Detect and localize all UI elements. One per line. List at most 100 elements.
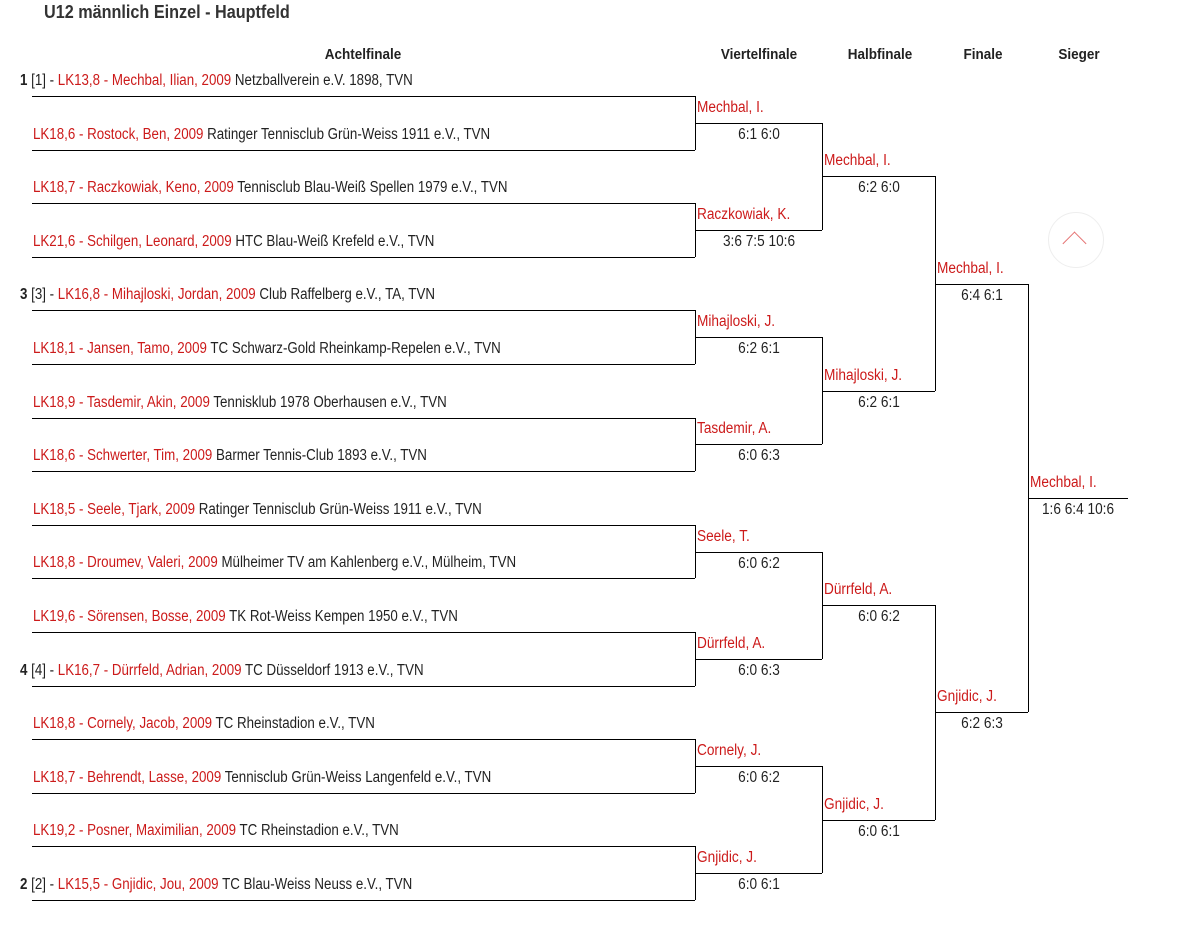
player-entry[interactable]: LK19,6 - Sörensen, Bosse, 2009 TK Rot-We… <box>33 608 458 626</box>
bracket-line <box>32 792 695 794</box>
player-entry[interactable]: LK18,6 - Rostock, Ben, 2009 Ratinger Ten… <box>33 126 490 144</box>
player-entry[interactable]: LK18,7 - Raczkowiak, Keno, 2009 Tenniscl… <box>33 179 507 197</box>
club-name: HTC Blau-Weiß Krefeld e.V., TVN <box>231 232 435 250</box>
winner-name[interactable]: Gnjidic, J. <box>824 795 884 813</box>
seed-label: [2] - <box>31 876 58 893</box>
bracket-line <box>695 444 822 446</box>
winner-name[interactable]: Tasdemir, A. <box>697 420 772 438</box>
player-name[interactable]: LK18,8 - Cornely, Jacob, 2009 <box>33 715 213 733</box>
match-score: 6:2 6:3 <box>960 715 1003 733</box>
bracket-line <box>822 605 935 607</box>
bracket-line <box>822 390 935 392</box>
bracket-line <box>822 176 935 178</box>
seed-label: [3] - <box>31 286 58 304</box>
bracket-line <box>32 846 695 848</box>
bracket-line <box>32 310 695 312</box>
player-name[interactable]: LK18,6 - Rostock, Ben, 2009 <box>33 125 204 143</box>
bracket-line <box>695 337 822 339</box>
player-name[interactable]: LK18,7 - Behrendt, Lasse, 2009 <box>33 768 222 786</box>
bracket-line <box>32 471 695 473</box>
player-name[interactable]: LK16,8 - Mihajloski, Jordan, 2009 <box>57 286 256 304</box>
player-entry[interactable]: LK18,8 - Droumev, Valeri, 2009 Mülheimer… <box>33 554 516 572</box>
match-score: 6:2 6:1 <box>857 393 900 411</box>
player-name[interactable]: LK18,6 - Schwerter, Tim, 2009 <box>33 447 213 465</box>
winner-name[interactable]: Mechbal, I. <box>824 152 891 170</box>
player-entry[interactable]: LK18,1 - Jansen, Tamo, 2009 TC Schwarz-G… <box>33 340 501 358</box>
bracket-connector <box>822 337 823 445</box>
bracket-line <box>695 766 822 767</box>
winner-name[interactable]: Mihajloski, J. <box>697 313 776 331</box>
match-score: 6:2 6:0 <box>857 179 900 197</box>
match-score: 3:6 7:5 10:6 <box>722 233 795 250</box>
bracket-line <box>32 364 695 365</box>
player-entry[interactable]: LK18,9 - Tasdemir, Akin, 2009 Tennisklub… <box>33 394 447 412</box>
club-name: TC Düsseldorf 1913 e.V., TVN <box>241 661 424 679</box>
club-name: TC Blau-Weiss Neuss e.V., TVN <box>218 876 413 893</box>
winner-name[interactable]: Gnjidic, J. <box>937 688 997 706</box>
player-entry[interactable]: 3 [3] - LK16,8 - Mihajloski, Jordan, 200… <box>20 286 435 304</box>
match-score: 6:0 6:1 <box>857 822 900 840</box>
player-entry[interactable]: 1 [1] - LK13,8 - Mechbal, Ilian, 2009 Ne… <box>20 72 413 90</box>
seed-number: 2 <box>20 876 28 893</box>
player-entry[interactable]: LK19,2 - Posner, Maximilian, 2009 TC Rhe… <box>33 822 399 840</box>
round-header-4: Finale <box>963 46 1003 63</box>
club-name: TK Rot-Weiss Kempen 1950 e.V., TVN <box>225 608 458 625</box>
player-name[interactable]: LK18,1 - Jansen, Tamo, 2009 <box>33 340 207 357</box>
player-entry[interactable]: 4 [4] - LK16,7 - Dürrfeld, Adrian, 2009 … <box>20 662 424 680</box>
player-name[interactable]: LK15,5 - Gnjidic, Jou, 2009 <box>57 876 219 893</box>
round-header-3: Halbfinale <box>847 46 913 63</box>
player-name[interactable]: LK18,7 - Raczkowiak, Keno, 2009 <box>33 179 234 197</box>
winner-name[interactable]: Mihajloski, J. <box>824 366 903 384</box>
club-name: Tennisclub Blau-Weiß Spellen 1979 e.V., … <box>233 179 508 197</box>
match-score: 6:0 6:2 <box>737 769 780 786</box>
club-name: TC Rheinstadion e.V., TVN <box>212 715 375 733</box>
seed-label: [1] - <box>31 72 58 89</box>
winner-name[interactable]: Gnjidic, J. <box>697 849 757 867</box>
winner-name[interactable]: Mechbal, I. <box>1030 474 1097 491</box>
bracket-line <box>32 256 695 258</box>
match-score: 6:0 6:3 <box>737 661 780 679</box>
bracket-line <box>32 578 695 580</box>
player-name[interactable]: LK13,8 - Mechbal, Ilian, 2009 <box>57 72 232 89</box>
bracket-line <box>695 658 822 660</box>
club-name: TC Schwarz-Gold Rheinkamp-Repelen e.V., … <box>206 340 501 357</box>
player-name[interactable]: LK21,6 - Schilgen, Leonard, 2009 <box>33 232 232 250</box>
bracket-line <box>695 873 822 875</box>
winner-name[interactable]: Dürrfeld, A. <box>697 634 766 652</box>
match-score: 6:4 6:1 <box>960 286 1003 304</box>
bracket-line <box>695 551 822 553</box>
club-name: TC Rheinstadion e.V., TVN <box>236 822 399 840</box>
player-entry[interactable]: LK18,7 - Behrendt, Lasse, 2009 Tennisclu… <box>33 769 491 787</box>
player-name[interactable]: LK18,9 - Tasdemir, Akin, 2009 <box>33 393 210 411</box>
player-name[interactable]: LK18,5 - Seele, Tjark, 2009 <box>33 500 196 518</box>
winner-name[interactable]: Raczkowiak, K. <box>697 206 791 223</box>
round-header-2: Viertelfinale <box>720 46 798 63</box>
scroll-to-top-button[interactable] <box>1048 212 1104 268</box>
player-entry[interactable]: LK18,8 - Cornely, Jacob, 2009 TC Rheinst… <box>33 715 375 733</box>
player-entry[interactable]: LK18,5 - Seele, Tjark, 2009 Ratinger Ten… <box>33 501 482 519</box>
match-score: 1:6 6:4 10:6 <box>1041 501 1115 518</box>
winner-name[interactable]: Seele, T. <box>697 527 750 545</box>
bracket-line <box>32 203 695 205</box>
round-header-5: Sieger <box>1058 46 1100 63</box>
winner-name[interactable]: Mechbal, I. <box>937 259 1004 277</box>
club-name: Mülheimer TV am Kahlenberg e.V., Mülheim… <box>217 554 517 572</box>
player-entry[interactable]: LK18,6 - Schwerter, Tim, 2009 Barmer Ten… <box>33 447 427 465</box>
winner-name[interactable]: Mechbal, I. <box>697 98 764 116</box>
player-name[interactable]: LK19,6 - Sörensen, Bosse, 2009 <box>33 608 226 625</box>
winner-name[interactable]: Cornely, J. <box>697 742 762 759</box>
match-score: 6:0 6:2 <box>737 554 780 572</box>
club-name: Barmer Tennis-Club 1893 e.V., TVN <box>212 447 427 465</box>
player-name[interactable]: LK18,8 - Droumev, Valeri, 2009 <box>33 554 218 572</box>
player-entry[interactable]: 2 [2] - LK15,5 - Gnjidic, Jou, 2009 TC B… <box>20 876 412 894</box>
bracket-line <box>695 122 822 124</box>
club-name: Netzballverein e.V. 1898, TVN <box>231 72 413 89</box>
player-entry[interactable]: LK21,6 - Schilgen, Leonard, 2009 HTC Bla… <box>33 233 434 251</box>
match-score: 6:1 6:0 <box>737 125 780 143</box>
bracket-connector <box>935 176 936 391</box>
player-name[interactable]: LK19,2 - Posner, Maximilian, 2009 <box>33 822 237 840</box>
winner-name[interactable]: Dürrfeld, A. <box>824 581 893 599</box>
seed-number: 3 <box>20 286 28 304</box>
bracket-connector <box>695 203 696 257</box>
player-name[interactable]: LK16,7 - Dürrfeld, Adrian, 2009 <box>57 661 242 679</box>
